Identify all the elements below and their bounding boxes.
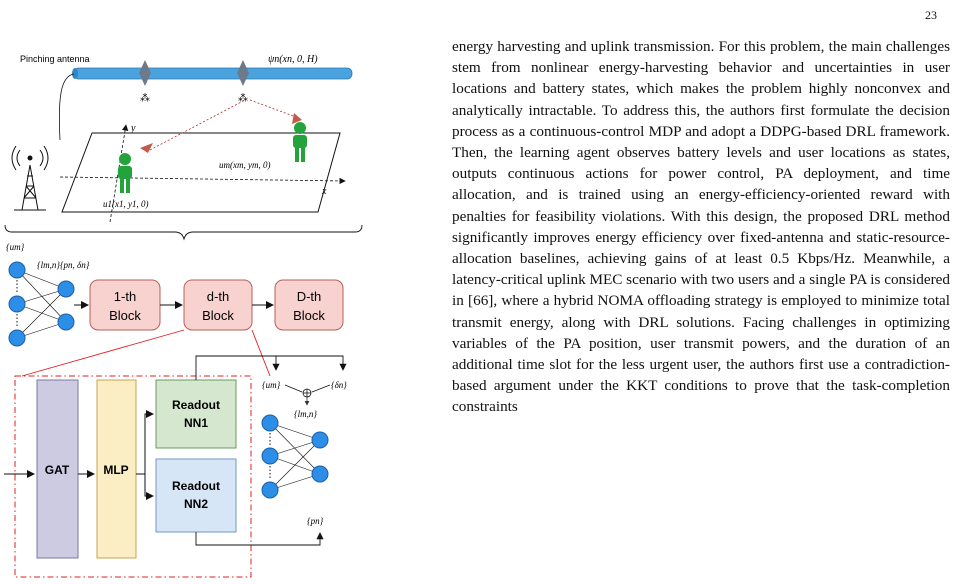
arrow-marker-2	[292, 113, 302, 124]
user-icon-1	[118, 153, 132, 193]
svg-text:d-th: d-th	[207, 289, 229, 304]
expanded-block-frame	[14, 375, 252, 578]
input-u-label: {um}	[6, 242, 25, 252]
svg-text:MLP: MLP	[103, 463, 128, 477]
pinch-element-1: ⁂	[139, 60, 151, 104]
svg-text:Block: Block	[109, 308, 141, 323]
output-p-label: {pn}	[307, 516, 324, 526]
pinching-antenna-label: Pinching antenna	[20, 54, 90, 64]
body-paragraph: energy harvesting and uplink transmissio…	[452, 38, 950, 416]
block-1: 1-th Block	[89, 279, 161, 331]
y-axis	[109, 124, 129, 223]
psi-label: ψn(xn, 0, H)	[268, 54, 318, 65]
brace	[4, 224, 363, 241]
readout-nn1: Readout NN1	[155, 379, 237, 449]
input-params-label: {lm,n}{pn, δn}	[37, 260, 90, 270]
zoom-line-left	[21, 329, 185, 377]
radiation-icon: ⁂	[140, 92, 150, 104]
user-icon-m	[293, 122, 307, 162]
mlp-module: MLP	[96, 379, 137, 559]
svg-text:NN2: NN2	[184, 497, 208, 511]
x-axis	[59, 176, 346, 185]
svg-text:D-th: D-th	[297, 289, 322, 304]
waveguide-end	[72, 68, 78, 79]
pinch-element-2: ⁂	[237, 60, 249, 104]
body-text-column: energy harvesting and uplink transmissio…	[452, 36, 950, 418]
plus-circle-icon	[302, 388, 312, 398]
svg-text:GAT: GAT	[45, 463, 70, 477]
feed-line	[58, 73, 75, 141]
svg-text:Readout: Readout	[172, 479, 220, 493]
svg-text:NN1: NN1	[184, 416, 208, 430]
ground-plane	[61, 132, 341, 213]
svg-text:1-th: 1-th	[114, 289, 136, 304]
gat-module: GAT	[36, 379, 79, 559]
input-neural-net	[8, 261, 75, 347]
svg-text:Readout: Readout	[172, 398, 220, 412]
zoom-line-right	[251, 329, 271, 377]
svg-text:Block: Block	[202, 308, 234, 323]
base-station-tower-icon	[11, 145, 49, 211]
output-l-label: {lm,n}	[294, 409, 317, 419]
svg-text:Block: Block	[293, 308, 325, 323]
system-figure: Pinching antenna ψn(xn, 0, H) ⁂ ⁂ y x	[4, 54, 363, 578]
axis-x-label: x	[321, 186, 327, 197]
output-u-label: {um}	[262, 380, 281, 390]
waveguide	[73, 67, 353, 80]
link-1	[149, 99, 246, 151]
block-d: d-th Block	[183, 279, 253, 331]
radiation-icon: ⁂	[238, 92, 248, 104]
block-D: D-th Block	[274, 279, 344, 331]
user-m-label: um(xm, ym, 0)	[219, 160, 270, 170]
output-neural-net	[261, 414, 329, 499]
output-delta-label: {δn}	[331, 380, 347, 390]
page-number: 23	[925, 8, 937, 22]
link-2	[249, 99, 297, 118]
arrow-marker-1	[140, 143, 153, 153]
readout-nn2: Readout NN2	[155, 458, 237, 533]
axis-y-label: y	[130, 123, 136, 134]
user-1-label: u1(x1, y1, 0)	[103, 199, 148, 209]
